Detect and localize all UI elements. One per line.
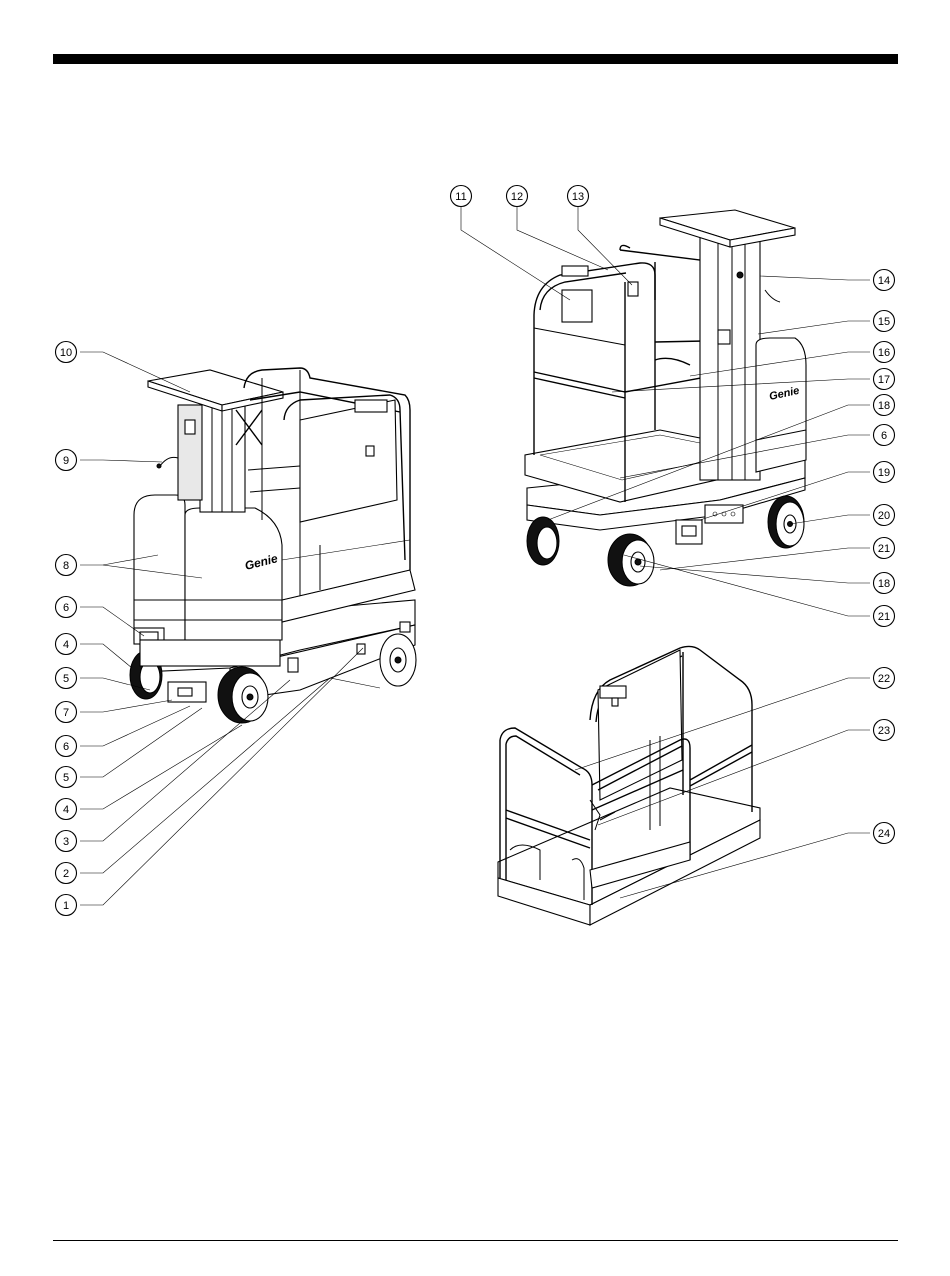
svg-text:21: 21: [878, 611, 890, 623]
svg-text:8: 8: [63, 560, 69, 572]
callout-11: 11: [451, 186, 472, 207]
callout-2: 2: [56, 863, 77, 884]
svg-text:4: 4: [63, 804, 69, 816]
callout-8: 8: [56, 555, 77, 576]
callout-3: 3: [56, 831, 77, 852]
svg-text:16: 16: [878, 347, 890, 359]
callout-19: 19: [874, 462, 895, 483]
callout-10: 10: [56, 342, 77, 363]
svg-text:5: 5: [63, 772, 69, 784]
callout-6c: 6: [874, 425, 895, 446]
callout-4a: 4: [56, 634, 77, 655]
svg-text:6: 6: [63, 602, 69, 614]
callout-13: 13: [568, 186, 589, 207]
callout-15: 15: [874, 311, 895, 332]
svg-text:3: 3: [63, 836, 69, 848]
left-machine-drawing: Genie: [130, 368, 416, 723]
svg-text:24: 24: [878, 828, 890, 840]
svg-text:7: 7: [63, 707, 69, 719]
svg-text:17: 17: [878, 374, 890, 386]
callout-14: 14: [874, 270, 895, 291]
svg-text:18: 18: [878, 578, 890, 590]
svg-text:19: 19: [878, 467, 890, 479]
svg-text:4: 4: [63, 639, 69, 651]
svg-text:20: 20: [878, 510, 890, 522]
svg-text:22: 22: [878, 673, 890, 685]
svg-text:10: 10: [60, 347, 72, 359]
callout-22: 22: [874, 668, 895, 689]
callout-5a: 5: [56, 668, 77, 689]
svg-text:12: 12: [511, 191, 523, 203]
callout-21a: 21: [874, 538, 895, 559]
svg-text:9: 9: [63, 455, 69, 467]
callout-23: 23: [874, 720, 895, 741]
callout-9: 9: [56, 450, 77, 471]
callout-7: 7: [56, 702, 77, 723]
callout-1: 1: [56, 895, 77, 916]
callout-16: 16: [874, 342, 895, 363]
svg-text:21: 21: [878, 543, 890, 555]
svg-text:6: 6: [881, 430, 887, 442]
callout-20: 20: [874, 505, 895, 526]
svg-text:6: 6: [63, 741, 69, 753]
callout-6a: 6: [56, 597, 77, 618]
callout-24: 24: [874, 823, 895, 844]
callout-21b: 21: [874, 606, 895, 627]
svg-text:14: 14: [878, 275, 890, 287]
callout-18a: 18: [874, 395, 895, 416]
callout-18b: 18: [874, 573, 895, 594]
right-top-machine-drawing: Genie: [525, 210, 806, 586]
callout-12: 12: [507, 186, 528, 207]
callout-5b: 5: [56, 767, 77, 788]
svg-text:2: 2: [63, 868, 69, 880]
svg-text:5: 5: [63, 673, 69, 685]
svg-text:23: 23: [878, 725, 890, 737]
platform-cage-drawing: [498, 646, 760, 925]
svg-text:15: 15: [878, 316, 890, 328]
svg-text:13: 13: [572, 191, 584, 203]
svg-text:1: 1: [63, 900, 69, 912]
svg-text:18: 18: [878, 400, 890, 412]
svg-text:11: 11: [455, 191, 466, 203]
callout-6b: 6: [56, 736, 77, 757]
callout-4b: 4: [56, 799, 77, 820]
callout-17: 17: [874, 369, 895, 390]
